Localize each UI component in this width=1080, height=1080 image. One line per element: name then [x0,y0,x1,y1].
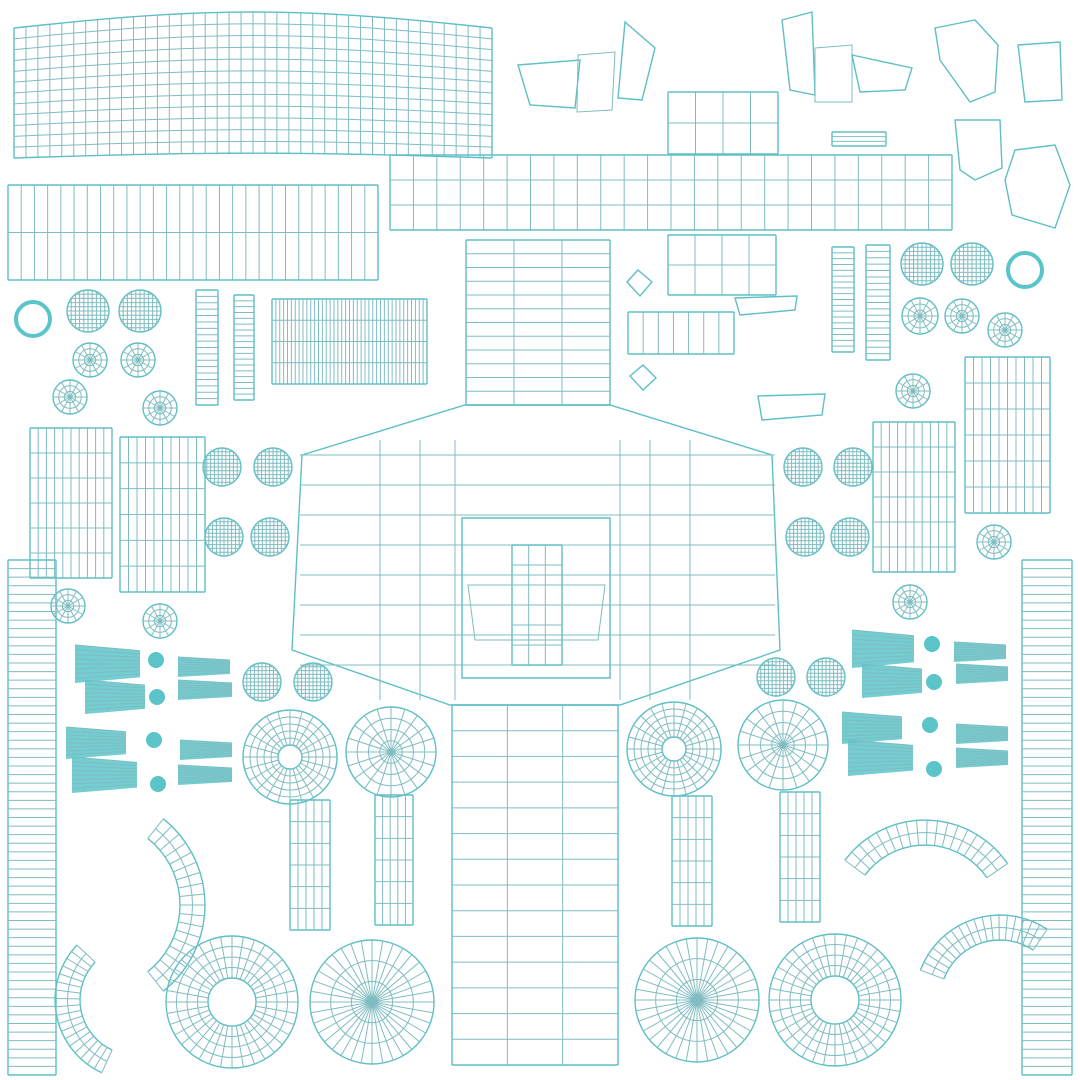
uv-island-radial-cap [120,342,156,378]
uv-island-sphere [833,447,873,487]
uv-island-sphere [806,657,846,697]
uv-island-cone [177,679,233,700]
uv-island-thin-strip-b [233,294,255,401]
uv-island-torso [291,404,781,706]
uv-island-sphere [756,657,796,697]
uv-island-sphere [783,447,823,487]
uv-island-neck-column [465,239,611,406]
uv-island-radial-cap [895,373,931,409]
uv-island-dome [345,706,437,798]
uv-island-radial-cap [142,390,178,426]
uv-island-cone [861,663,923,698]
uv-island-top-flap [667,91,779,155]
uv-island-panel-right-a [872,421,956,573]
uv-island-sphere [242,662,282,702]
uv-island-sphere [293,662,333,702]
uv-island-dot [149,689,165,705]
uv-island-torso-inner [511,544,563,666]
uv-island-cone [953,641,1007,662]
uv-island-top-band [13,11,493,159]
uv-island-arc [54,944,113,1074]
uv-island-disc-ring [768,933,902,1067]
uv-island-cone [179,739,233,760]
uv-island-strip-ribs [271,298,428,385]
uv-island-sphere [202,447,242,487]
uv-island-bottom-flap [667,234,777,296]
uv-island-arm [779,791,821,923]
uv-island-sphere [253,447,293,487]
uv-island-disc-ring [165,935,299,1069]
uv-island-dome [242,709,338,805]
uv-island-arm [671,795,713,927]
uv-island-radial-cap [987,312,1023,348]
uv-island-sphere [204,517,244,557]
uv-island-ring [14,300,52,338]
uv-island-panel-left-b [119,436,206,593]
uv-island-sphere [950,242,994,286]
uv-island-cone [177,764,233,785]
uv-island-misc [517,11,1071,421]
uv-island-cone [955,663,1009,684]
uv-island-dot [926,761,942,777]
uv-island-arc [844,819,1009,879]
uv-island-ring [1006,251,1044,289]
uv-island-arc [147,818,206,992]
uv-island-arm [374,794,414,926]
uv-island-disc-fan [309,939,435,1065]
uv-island-small-panel [627,311,735,355]
uv-island-sphere [118,289,162,333]
uv-island-cone [177,656,231,677]
uv-island-dot [922,717,938,733]
uv-island-disc-fan [634,937,760,1063]
uv-island-cone [847,739,914,776]
uv-island-dot [926,674,942,690]
uv-island-dome [626,701,722,797]
uv-island-cone [74,644,141,683]
uv-island-cone [955,747,1009,768]
uv-island-long-strip [7,184,379,281]
uv-island-cone [84,679,146,714]
uv-island-side-strip-right [1021,559,1073,1076]
uv-island-dome [737,699,829,791]
uv-island-cone [841,711,903,744]
uv-island-cone [65,726,127,759]
uv-island-thin-strip-d [865,244,891,361]
uv-island-cone [71,756,138,793]
uv-island-arm [289,799,331,931]
uv-island-panel-left-a [29,427,113,579]
uv-island-panel-right-b [964,356,1051,514]
uv-island-dot [146,732,162,748]
uv-island-radial-cap [892,584,928,620]
uv-island-cone [955,723,1009,744]
uv-island-radial-cap [50,588,86,624]
uv-island-radial-cap [72,342,108,378]
uv-island-sphere [900,242,944,286]
uv-island-radial-cap [901,297,939,335]
uv-island-radial-cap [944,298,980,334]
uv-island-sphere [250,517,290,557]
uv-island-dot [924,636,940,652]
uv-island-lower-column [451,704,619,1066]
uv-island-sphere [830,517,870,557]
uv-island-dot [148,652,164,668]
uv-island-side-strip-left [7,559,57,1076]
uv-island-radial-cap [142,603,178,639]
uv-island-arc [919,914,1048,980]
uv-island-cone [851,629,915,668]
uv-island-dot [150,776,166,792]
uv-island-radial-cap [52,379,88,415]
uv-island-radial-cap [976,524,1012,560]
uv-island-sphere [785,517,825,557]
uv-island-sphere [66,289,110,333]
uv-island-thin-strip-c [831,246,855,353]
uv-island-small-bar [831,131,887,147]
uv-island-thin-strip-a [195,289,219,406]
uv-island-shoulder-strip [389,154,953,231]
